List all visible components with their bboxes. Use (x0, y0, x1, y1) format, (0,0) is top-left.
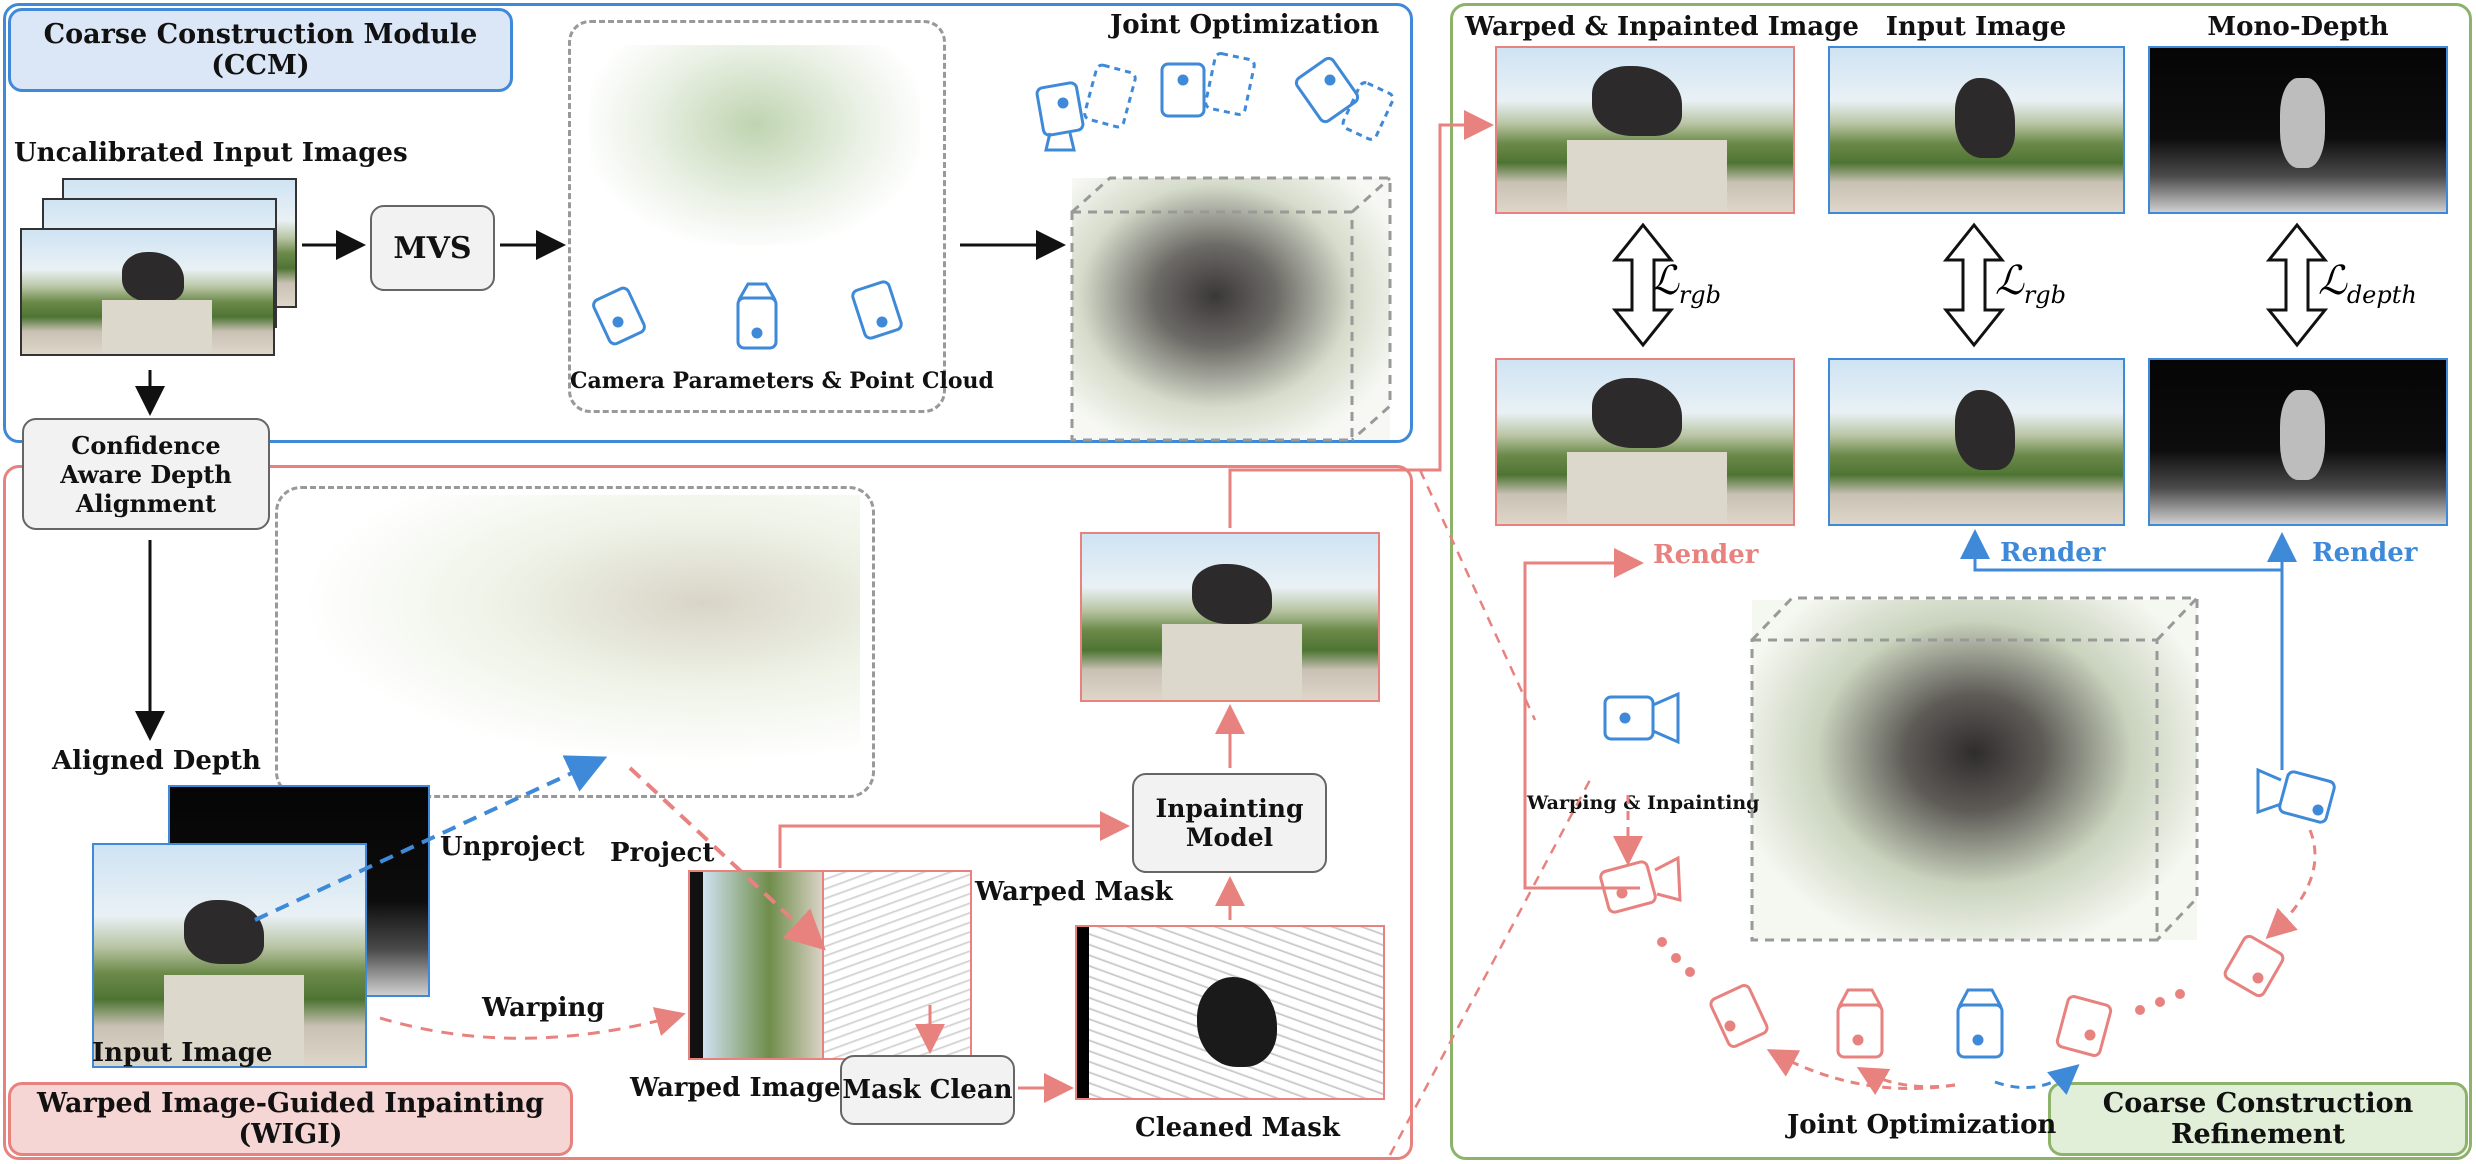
col-input-label: Input Image (1885, 12, 2067, 42)
camera-icon (592, 286, 646, 346)
ccr-warped-render (1495, 358, 1795, 526)
ccr-input-top (1828, 46, 2125, 214)
camera-icon (1599, 855, 1682, 914)
mask-clean-box: Mask Clean (840, 1055, 1015, 1125)
camera-icon (1709, 984, 1769, 1048)
ccr-depth-render (2148, 358, 2448, 526)
loss-depth: ℒdepth (2318, 258, 2417, 309)
cleaned-mask (1075, 925, 1385, 1100)
loss-rgb-2: ℒrgb (1995, 258, 2067, 309)
cleaned-mask-label: Cleaned Mask (1135, 1113, 1340, 1143)
point-cloud-frame (568, 20, 946, 413)
warped-mask (822, 870, 972, 1060)
wigi-input-image (92, 843, 367, 1068)
ccr-panel (1450, 3, 2472, 1160)
arrow-project (628, 766, 826, 951)
trajectory-dots (1657, 937, 2185, 1015)
scene-cube-outline (1070, 176, 1392, 442)
render-label-1: Render (1653, 540, 1759, 570)
ccr-cube-outline (1750, 596, 2199, 942)
inpainted-result (1080, 532, 1380, 702)
project-label: Project (610, 838, 715, 868)
camera-icon (736, 282, 778, 350)
ccr-title: Coarse Construction Refinement (2048, 1082, 2468, 1156)
camera-icon (1160, 62, 1206, 118)
dense-point-cloud (300, 495, 860, 765)
input-image-label: Input Image (92, 1038, 273, 1068)
ccm-joint-opt-label: Joint Optimization (1110, 10, 1380, 40)
ccr-joint-opt-label: Joint Optimization (1787, 1110, 2057, 1140)
ccr-warped-top (1495, 46, 1795, 214)
arrow-warped-to-inpaint (778, 811, 1130, 868)
camera-icon (1294, 56, 1360, 124)
wigi-panel (3, 465, 1413, 1160)
inpainting-model-box: Inpainting Model (1132, 773, 1327, 873)
joint-opt-arc-blue (1994, 1064, 2080, 1096)
camera-points-label: Camera Parameters & Point Cloud (570, 368, 994, 394)
render-arrow-blue (1960, 529, 2284, 770)
double-arrow-icon (2265, 222, 2329, 348)
aligned-depth-label: Aligned Depth (52, 746, 261, 776)
arrow-result-to-ccr (1228, 110, 1494, 528)
col-warped-label: Warped & Inpainted Image (1465, 12, 1859, 42)
render-label-2: Render (2000, 538, 2106, 568)
col-depth-label: Mono-Depth (2207, 12, 2389, 42)
double-arrow-icon (1942, 222, 2006, 348)
warped-image-label: Warped Image (630, 1073, 841, 1103)
camera-icon (1035, 81, 1085, 152)
arrow-unproject (254, 755, 608, 922)
arrow-warping (379, 1007, 686, 1040)
uncalibrated-label: Uncalibrated Input Images (14, 138, 408, 168)
camera-icon (2256, 767, 2336, 824)
ccr-input-render (1828, 358, 2125, 526)
ccr-gaussian-scene (1752, 600, 2197, 940)
camera-icon (1836, 988, 1884, 1059)
dashed-camera-icon (1341, 81, 1395, 141)
ccr-depth-top (2148, 46, 2448, 214)
warping-inpainting-label: Warping & Inpainting (1527, 792, 1760, 814)
camera-icon (2223, 934, 2285, 998)
camera-icon (1603, 691, 1680, 745)
warped-mask-label: Warped Mask (975, 877, 1173, 907)
link-wigi-to-ccr-bottom (1388, 779, 1592, 1156)
warping-label: Warping (482, 993, 605, 1023)
gaussian-scene-cube (1072, 178, 1390, 440)
depth-alignment-box: Confidence Aware Depth Alignment (22, 418, 270, 530)
input-image-stack-front (20, 228, 275, 356)
dashed-camera-icon (1083, 63, 1137, 129)
sparse-point-cloud (590, 45, 920, 245)
mvs-box: MVS (370, 205, 495, 291)
unproject-label: Unproject (440, 832, 585, 862)
unprojected-cloud-frame (275, 486, 875, 798)
wigi-title: Warped Image-Guided Inpainting (WIGI) (8, 1082, 573, 1156)
render-arrow-red (1523, 548, 1644, 890)
render-arc-blue-dashed (2265, 829, 2317, 940)
camera-icon (1956, 988, 2004, 1059)
link-wigi-to-ccr (1418, 469, 1537, 721)
dashed-camera-icon (1204, 52, 1256, 116)
double-arrow-icon (1611, 222, 1675, 348)
render-label-3: Render (2312, 538, 2418, 568)
camera-icon (851, 280, 903, 340)
camera-icon (2055, 995, 2113, 1057)
ccm-title: Coarse Construction Module (CCM) (8, 8, 513, 92)
ccm-panel (3, 3, 1413, 443)
warped-image (688, 870, 824, 1060)
joint-opt-arc-red-2 (1856, 1066, 1956, 1096)
